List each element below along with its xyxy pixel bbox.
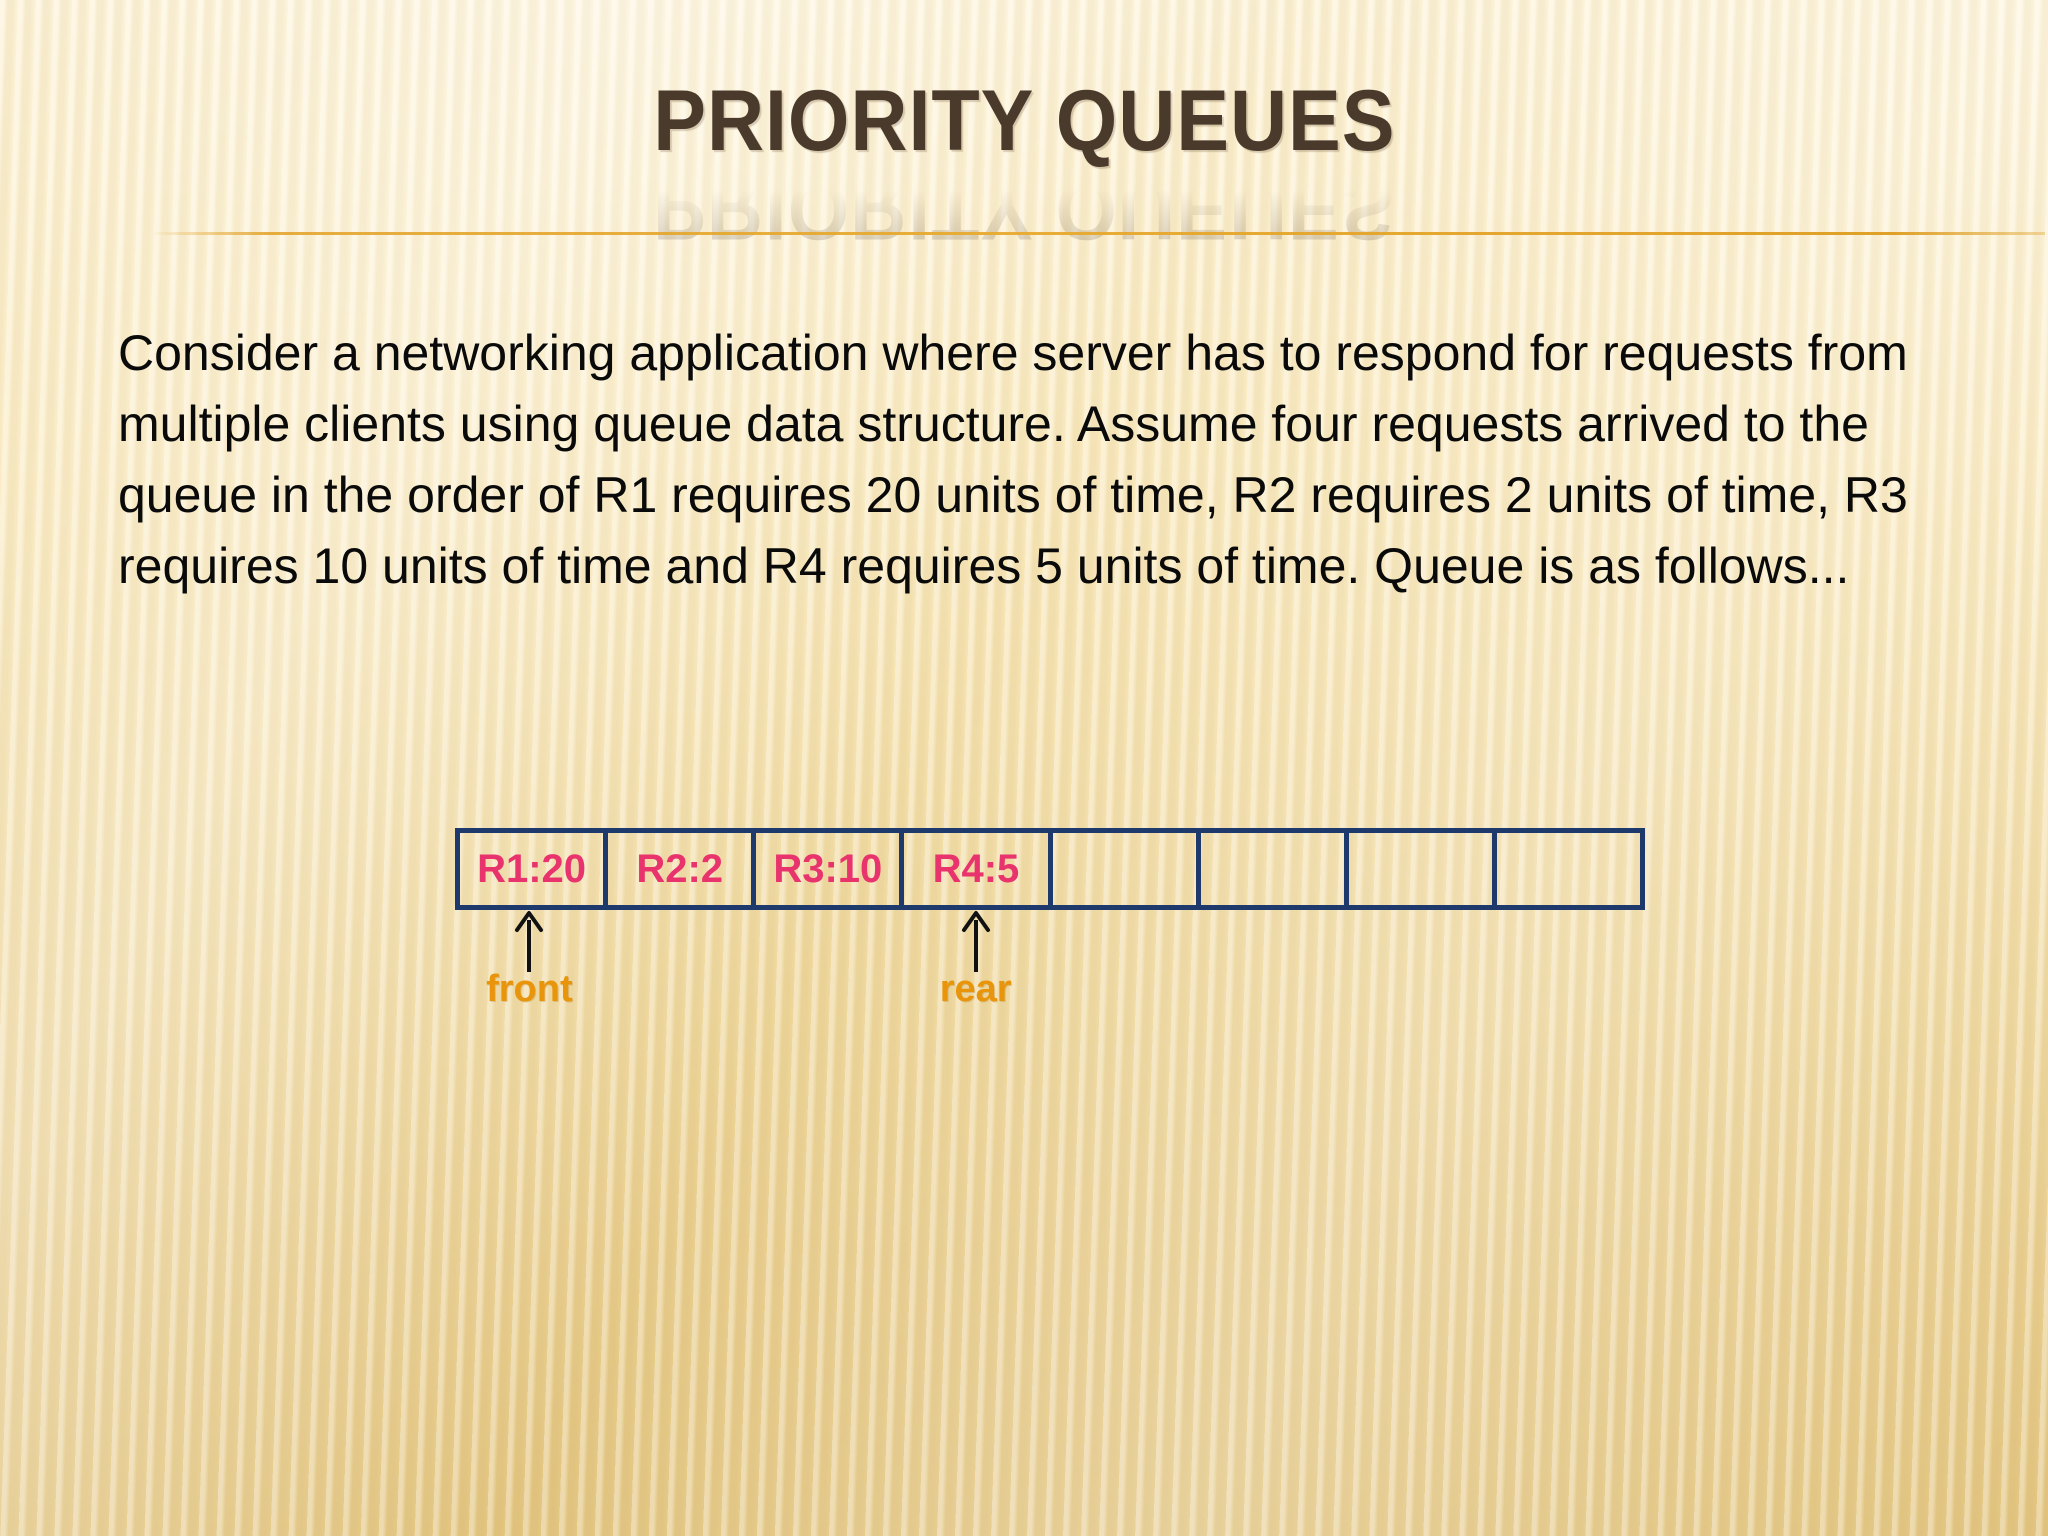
queue-cell-empty [1497,833,1640,905]
queue-cell-empty [1201,833,1349,905]
queue-pointer-label-rear: rear [939,968,1012,1010]
queue-pointer-label-front: front [486,968,573,1010]
page-title-reflection: PRIORITY QUEUES [652,161,1396,257]
queue-cell-filled: R2:2 [608,833,757,905]
queue-cell-filled: R3:10 [756,833,905,905]
arrow-up-icon [515,911,544,972]
title-divider-rule [155,232,2045,235]
page-title: PRIORITY QUEUES [652,73,1396,169]
queue-pointer-front: front [469,910,589,1011]
queue-cell-filled: R1:20 [460,833,609,905]
queue-cell-filled: R4:5 [904,833,1053,905]
queue-pointer-rear: rear [916,910,1036,1011]
queue-pointer-layer: front rear [455,910,1645,1030]
title-block: PRIORITY QUEUES PRIORITY QUEUES [0,73,2048,257]
queue-cell-empty [1349,833,1497,905]
queue-cell-empty [1053,833,1201,905]
body-paragraph: Consider a networking application where … [118,325,1922,594]
arrow-up-icon [961,911,990,972]
